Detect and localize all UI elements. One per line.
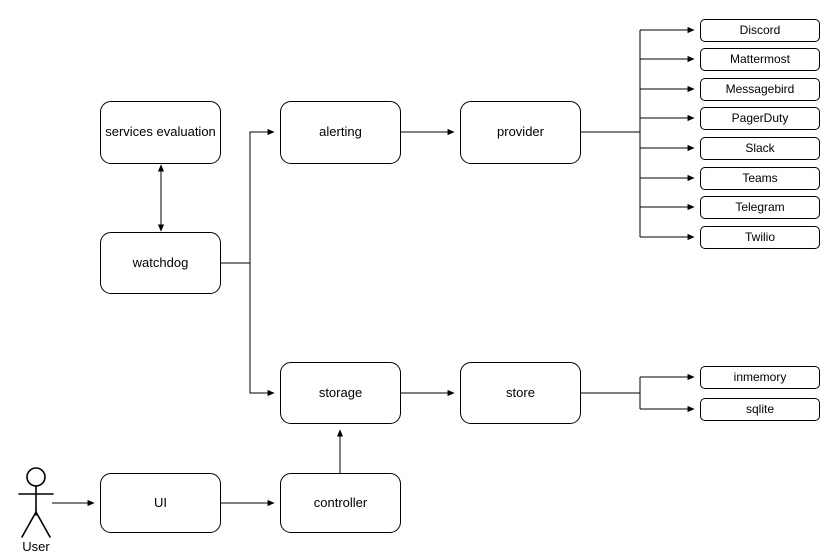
node-watchdog-label: watchdog [132, 254, 189, 270]
node-ui-label: UI [154, 494, 167, 510]
node-inmemory-label: inmemory [733, 369, 787, 384]
node-store-label: store [506, 384, 535, 400]
node-controller-label: controller [313, 494, 368, 510]
node-mattermost-label: Mattermost [729, 51, 790, 66]
node-inmemory[interactable]: inmemory [700, 366, 820, 389]
node-storage[interactable]: storage [280, 362, 401, 424]
node-store[interactable]: store [460, 362, 581, 424]
edge-watchdog-storage [249, 263, 275, 397]
node-ui[interactable]: UI [100, 473, 221, 533]
node-twilio[interactable]: Twilio [700, 226, 820, 249]
node-slack-label: Slack [745, 140, 775, 155]
node-slack[interactable]: Slack [700, 137, 820, 160]
node-alerting-label: alerting [319, 124, 362, 140]
node-discord[interactable]: Discord [700, 19, 820, 42]
node-alerting[interactable]: alerting [280, 101, 401, 164]
node-services-evaluation-label: services evaluation [105, 124, 216, 140]
user-actor-caption: User [22, 539, 50, 554]
node-provider-label: provider [497, 124, 544, 140]
node-twilio-label: Twilio [744, 229, 775, 244]
node-provider[interactable]: provider [460, 101, 581, 164]
edge-watchdog-alerting [249, 128, 275, 263]
node-mattermost[interactable]: Mattermost [700, 48, 820, 71]
node-pagerduty[interactable]: PagerDuty [700, 107, 820, 130]
node-messagebird-label: Messagebird [725, 81, 795, 96]
node-controller[interactable]: controller [280, 473, 401, 533]
node-teams[interactable]: Teams [700, 167, 820, 190]
node-teams-label: Teams [742, 170, 778, 185]
node-pagerduty-label: PagerDuty [731, 110, 789, 125]
node-sqlite-label: sqlite [745, 401, 774, 416]
node-messagebird[interactable]: Messagebird [700, 78, 820, 101]
user-actor-icon [18, 467, 54, 538]
node-discord-label: Discord [739, 22, 781, 37]
node-watchdog[interactable]: watchdog [100, 232, 221, 294]
node-sqlite[interactable]: sqlite [700, 398, 820, 421]
node-telegram-label: Telegram [735, 199, 785, 214]
node-storage-label: storage [318, 384, 363, 400]
node-telegram[interactable]: Telegram [700, 196, 820, 219]
node-services-evaluation[interactable]: services evaluation [100, 101, 221, 164]
